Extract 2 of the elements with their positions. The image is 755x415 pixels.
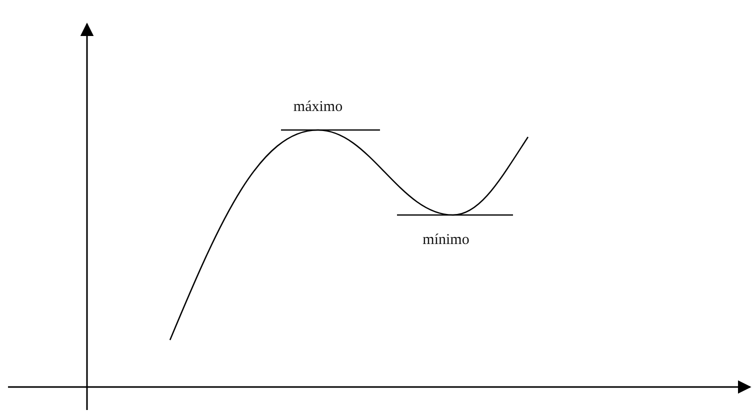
maximum-label: máximo	[293, 98, 343, 116]
minimum-label: mínimo	[422, 231, 470, 249]
